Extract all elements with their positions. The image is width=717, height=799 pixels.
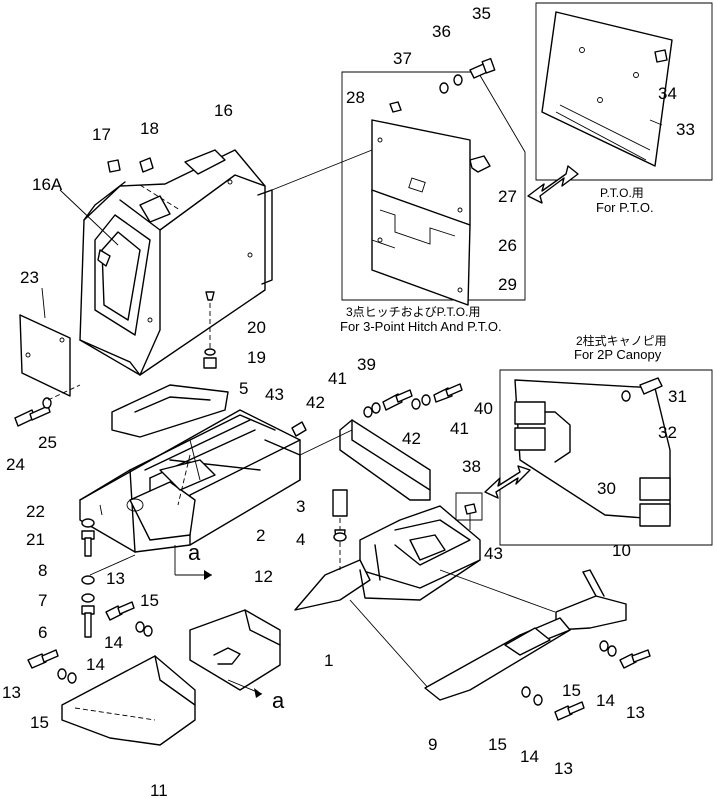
part-9 xyxy=(424,617,571,701)
part-5 xyxy=(111,384,229,438)
callout-2: 2 xyxy=(256,526,265,545)
callout-37: 37 xyxy=(393,49,412,68)
callout-13b: 13 xyxy=(2,683,21,702)
leader-line xyxy=(271,149,373,191)
view-arrow-a xyxy=(174,545,212,580)
callout-15c: 15 xyxy=(562,681,581,700)
callout-30: 30 xyxy=(597,479,616,498)
caption-hitch-en: For 3-Point Hitch And P.T.O. xyxy=(340,319,502,334)
bolt-24-group xyxy=(14,384,81,427)
callout-16: 16 xyxy=(214,101,233,120)
part-1 xyxy=(294,489,483,611)
callout-31: 31 xyxy=(668,387,687,406)
callout-34: 34 xyxy=(658,84,677,103)
callout-19: 19 xyxy=(247,348,266,367)
callout-39: 39 xyxy=(357,355,376,374)
callout-14b: 14 xyxy=(86,655,105,674)
view-ref-a-upper: a xyxy=(188,540,201,565)
callout-15d: 15 xyxy=(488,735,507,754)
caption-pto-jp: P.T.O.用 xyxy=(600,186,644,200)
bolt-19-group xyxy=(203,291,217,369)
callout-16a: 16A xyxy=(32,175,63,194)
callout-35: 35 xyxy=(472,4,491,23)
bolts-39-42 xyxy=(363,383,463,418)
callout-43b: 43 xyxy=(484,544,503,563)
hitch-inset xyxy=(341,71,526,306)
callout-11: 11 xyxy=(150,781,168,799)
bolt-35-group xyxy=(439,57,496,94)
bolts-6-8 xyxy=(81,554,136,638)
callout-13d: 13 xyxy=(554,759,573,778)
callout-22: 22 xyxy=(26,502,45,521)
callout-10: 10 xyxy=(612,541,631,560)
caption-canopy-en: For 2P Canopy xyxy=(574,347,662,362)
bolt-43-group xyxy=(291,421,307,437)
leader-line xyxy=(349,599,431,691)
double-arrow-canopy xyxy=(484,465,531,499)
part-38 xyxy=(339,419,431,501)
bolts-21-22 xyxy=(81,518,95,557)
callout-9: 9 xyxy=(428,735,437,754)
callouts: 35 36 37 28 34 33 27 26 29 16 17 18 16A … xyxy=(2,4,695,799)
callout-5: 5 xyxy=(239,379,248,398)
callout-32: 32 xyxy=(658,423,677,442)
callout-14a: 14 xyxy=(104,633,123,652)
frame-2 xyxy=(79,409,301,553)
bolts-13-15-right xyxy=(521,640,651,721)
callout-17: 17 xyxy=(92,125,111,144)
leader-line xyxy=(439,569,556,613)
fender-assembly xyxy=(79,149,273,376)
callout-1: 1 xyxy=(324,651,333,670)
view-ref-a-lower: a xyxy=(272,688,285,713)
callout-15b: 15 xyxy=(30,713,49,732)
double-arrow-pto xyxy=(527,165,579,204)
callout-36: 36 xyxy=(432,22,451,41)
callout-6: 6 xyxy=(38,623,47,642)
callout-40: 40 xyxy=(474,399,493,418)
panel-23 xyxy=(19,314,71,397)
callout-14d: 14 xyxy=(520,747,539,766)
caption-hitch-jp: 3点ヒッチおよびP.T.O.用 xyxy=(346,305,480,319)
callout-26: 26 xyxy=(498,236,517,255)
callout-41b: 41 xyxy=(450,419,469,438)
callout-13a: 13 xyxy=(106,569,125,588)
callout-3: 3 xyxy=(296,497,305,516)
callout-24: 24 xyxy=(6,455,25,474)
callout-27: 27 xyxy=(498,187,517,206)
leader-line xyxy=(59,189,119,246)
part-12 xyxy=(189,609,281,691)
bolts-13-15-left xyxy=(27,601,153,684)
part-11 xyxy=(61,655,196,746)
callout-21: 21 xyxy=(26,530,45,549)
callout-29: 29 xyxy=(498,275,517,294)
leader-line xyxy=(299,429,353,456)
callout-14c: 14 xyxy=(596,691,615,710)
leader-line xyxy=(41,287,46,319)
callout-41a: 41 xyxy=(328,369,347,388)
arrow-a xyxy=(227,679,263,698)
caption-canopy-jp: 2柱式キャノピ用 xyxy=(576,333,667,348)
callout-8: 8 xyxy=(38,561,47,580)
part-10 xyxy=(555,569,627,631)
callout-38: 38 xyxy=(462,457,481,476)
callout-18: 18 xyxy=(140,119,159,138)
pto-inset xyxy=(535,2,713,181)
callout-20: 20 xyxy=(247,318,266,337)
callout-42a: 42 xyxy=(306,393,325,412)
callout-23: 23 xyxy=(20,268,39,287)
callout-12: 12 xyxy=(254,567,273,586)
caption-pto-en: For P.T.O. xyxy=(596,200,654,215)
callout-15a: 15 xyxy=(140,591,159,610)
callout-7: 7 xyxy=(38,591,47,610)
callout-42b: 42 xyxy=(402,429,421,448)
callout-25: 25 xyxy=(38,433,57,452)
callout-33: 33 xyxy=(676,120,695,139)
canopy-inset xyxy=(499,369,713,546)
callout-4: 4 xyxy=(296,530,305,549)
callout-13c: 13 xyxy=(626,703,645,722)
callout-43a: 43 xyxy=(265,385,284,404)
callout-28: 28 xyxy=(346,88,365,107)
